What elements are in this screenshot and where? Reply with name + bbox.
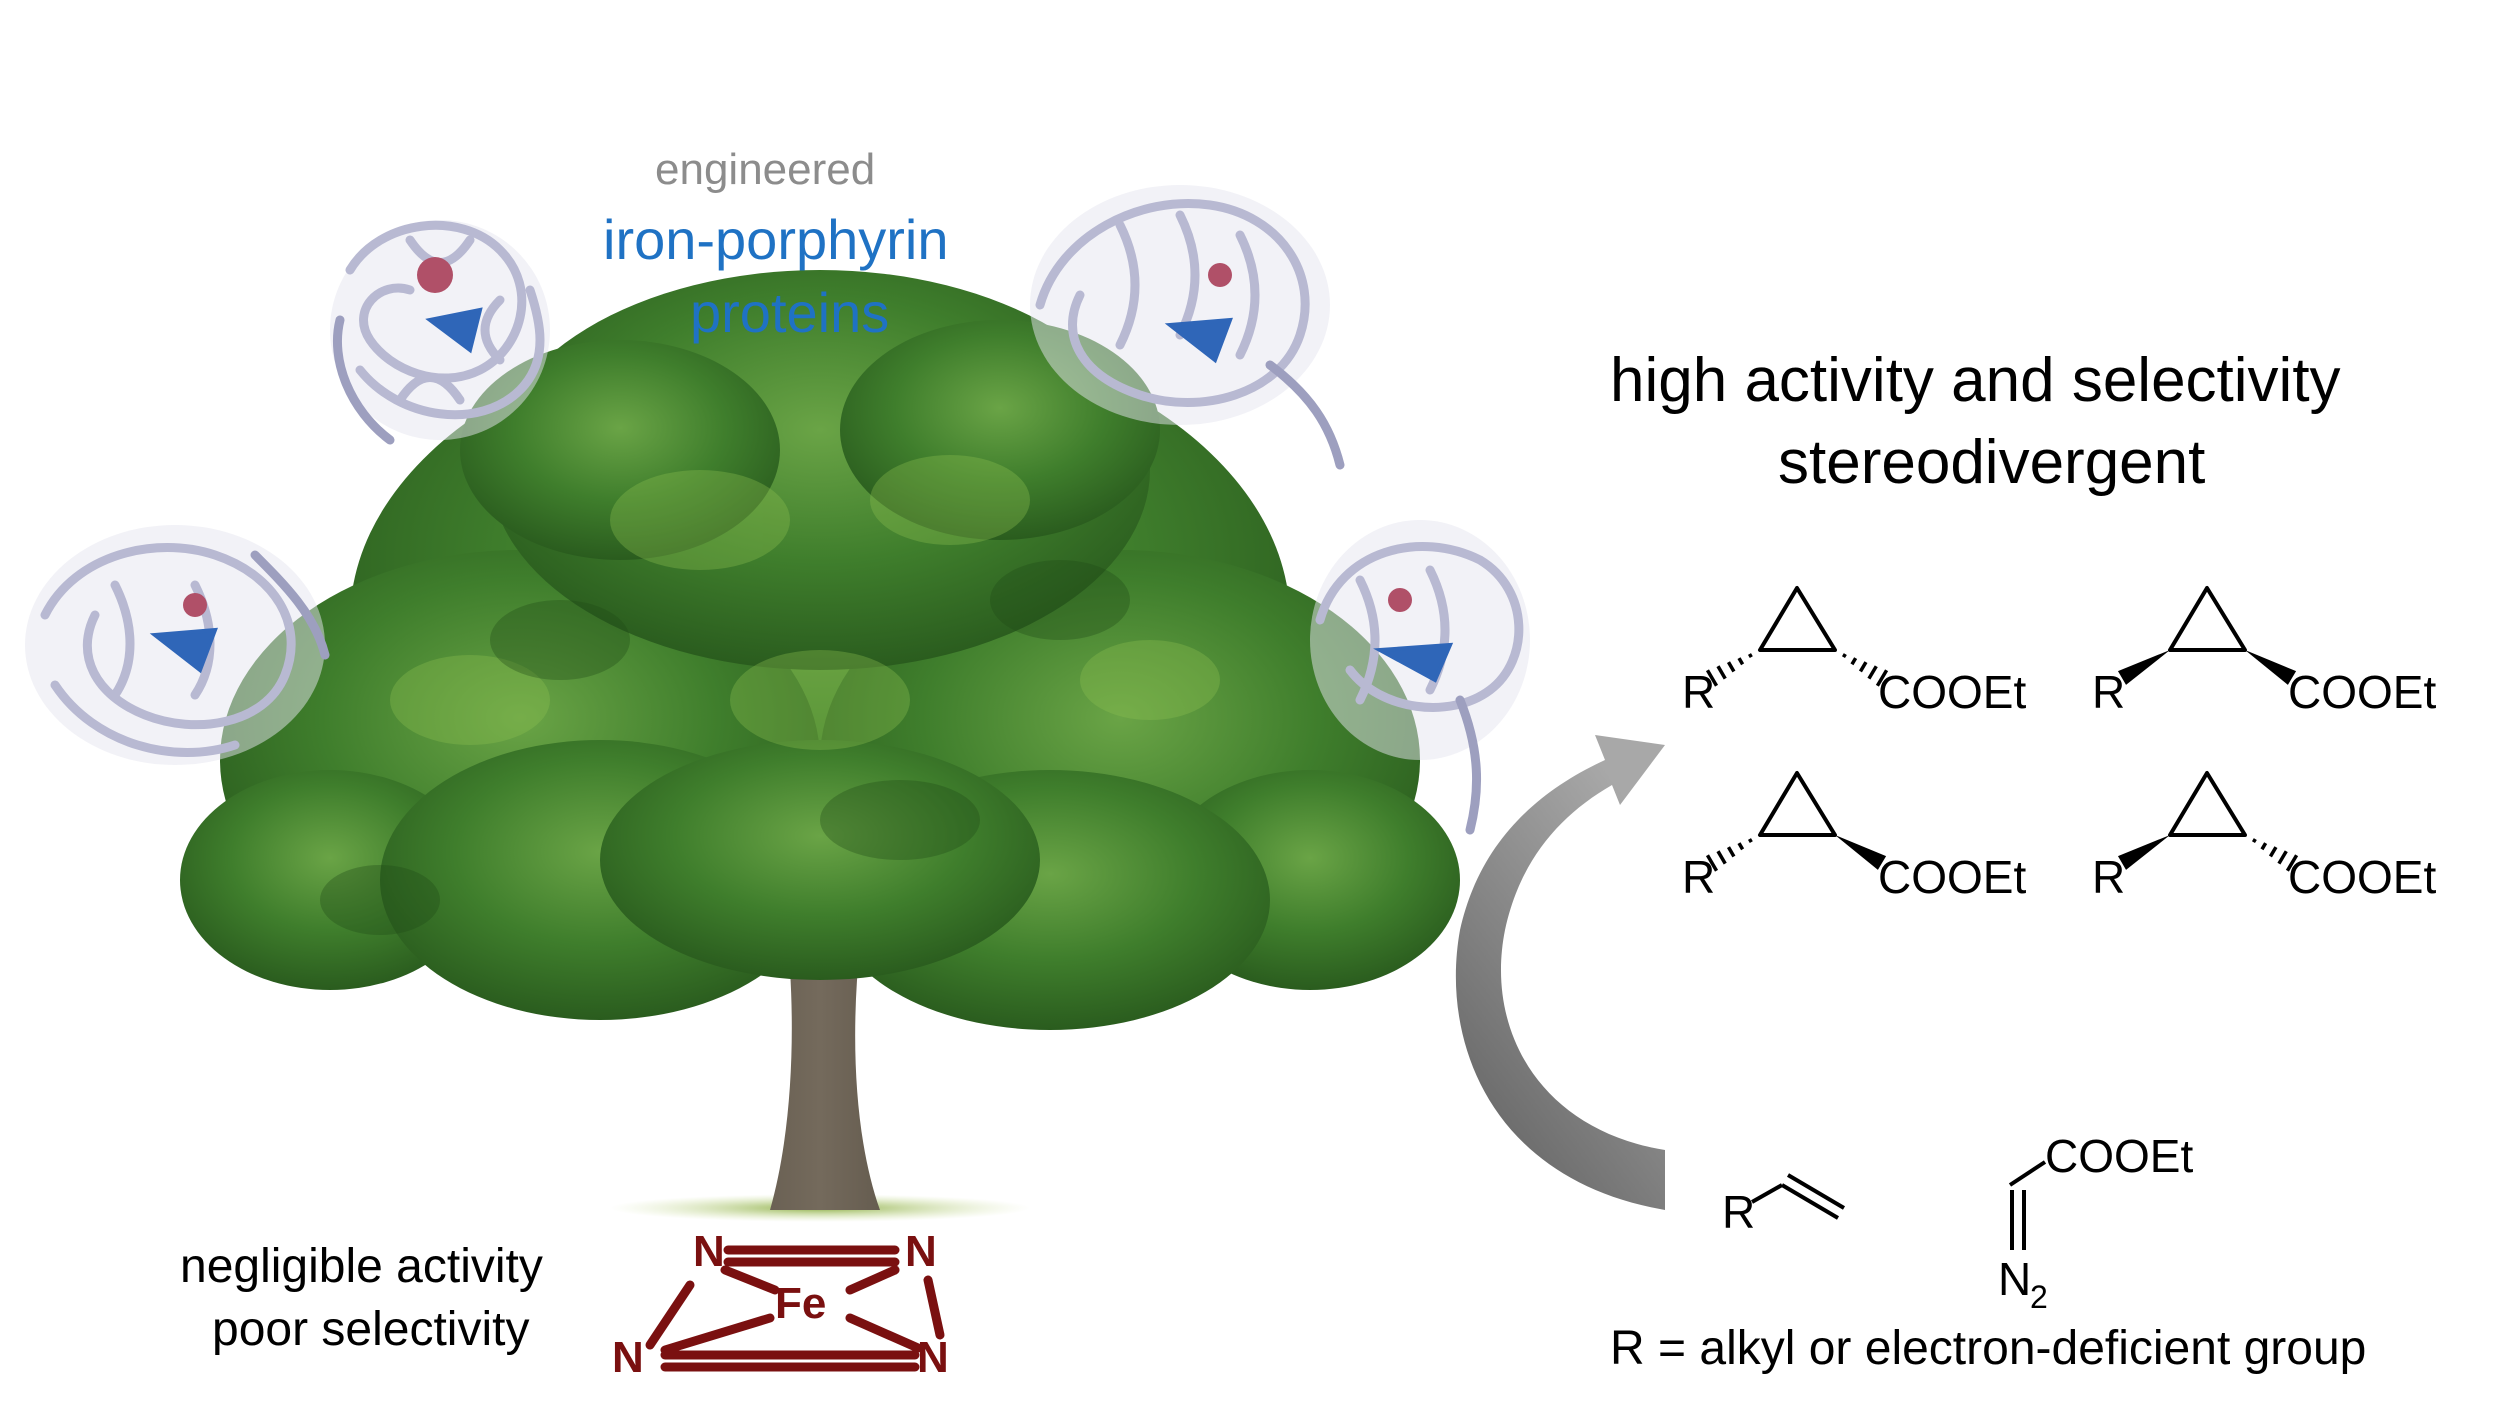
product-r-label: R	[1682, 666, 1715, 718]
product-ester-label: COOEt	[1878, 851, 2026, 903]
cyclopropane-ring	[2168, 771, 2247, 837]
fe-core-n-atom: N	[612, 1333, 644, 1382]
oak-tree-icon	[180, 270, 1460, 1222]
fe-core-n-atom: N	[917, 1333, 949, 1382]
olefin-r-label: R	[1722, 1186, 1755, 1238]
cyclopropane-ring	[1758, 771, 1837, 837]
fe-porphyrin-core	[645, 1245, 945, 1372]
product-r-label: R	[2092, 851, 2125, 903]
stereo-bond-right	[2245, 650, 2297, 685]
product-ester-label: COOEt	[2288, 666, 2436, 718]
cyclopropane-product: R COOEt	[2092, 771, 2436, 903]
fe-core-n-atom: N	[905, 1227, 937, 1276]
cyclopropane-ring	[1758, 586, 1837, 652]
cyclopropane-product: R COOEt	[1682, 771, 2026, 903]
diazo-ester-label: COOEt	[2045, 1130, 2193, 1182]
reagents	[1751, 1160, 2047, 1250]
cyclopropane-product: R COOEt	[1682, 586, 2026, 718]
stereo-bond-left	[2117, 835, 2170, 870]
product-r-label: R	[2092, 666, 2125, 718]
cyclopropane-ring	[2168, 586, 2247, 652]
stereo-bond-right	[2251, 838, 2299, 872]
stereo-bond-left	[1705, 838, 1753, 872]
stereo-bond-left	[2117, 650, 2170, 685]
stereo-bond-left	[1705, 653, 1753, 687]
stereo-bond-right	[1835, 835, 1887, 870]
stereo-bond-right	[1841, 653, 1889, 687]
headline-activity-selectivity: high activity and selectivity	[1610, 346, 2341, 415]
headline-stereodivergent: stereodivergent	[1778, 428, 2206, 497]
fe-core-n-atom: N	[693, 1227, 725, 1276]
proteins-label: proteins	[690, 281, 890, 344]
product-ester-label: COOEt	[1878, 666, 2026, 718]
product-r-label: R	[1682, 851, 1715, 903]
cyclopropane-product: R COOEt	[2092, 586, 2436, 718]
diazo-n-label: N	[1998, 1253, 2031, 1305]
curved-reaction-arrow-icon	[1455, 735, 1665, 1210]
protein-structure-icon	[25, 185, 1530, 835]
r-group-definition: R = alkyl or electron-deficient group	[1610, 1322, 2367, 1375]
diazo-n-subscript: 2	[2030, 1279, 2048, 1315]
product-ester-label: COOEt	[2288, 851, 2436, 903]
engineered-label: engineered	[655, 145, 876, 194]
poor-selectivity-label: poor selectivity	[212, 1303, 530, 1356]
fe-core-metal: Fe	[775, 1279, 826, 1328]
negligible-activity-label: negligible activity	[180, 1240, 543, 1293]
iron-porphyrin-label: iron-porphyrin	[603, 208, 949, 271]
